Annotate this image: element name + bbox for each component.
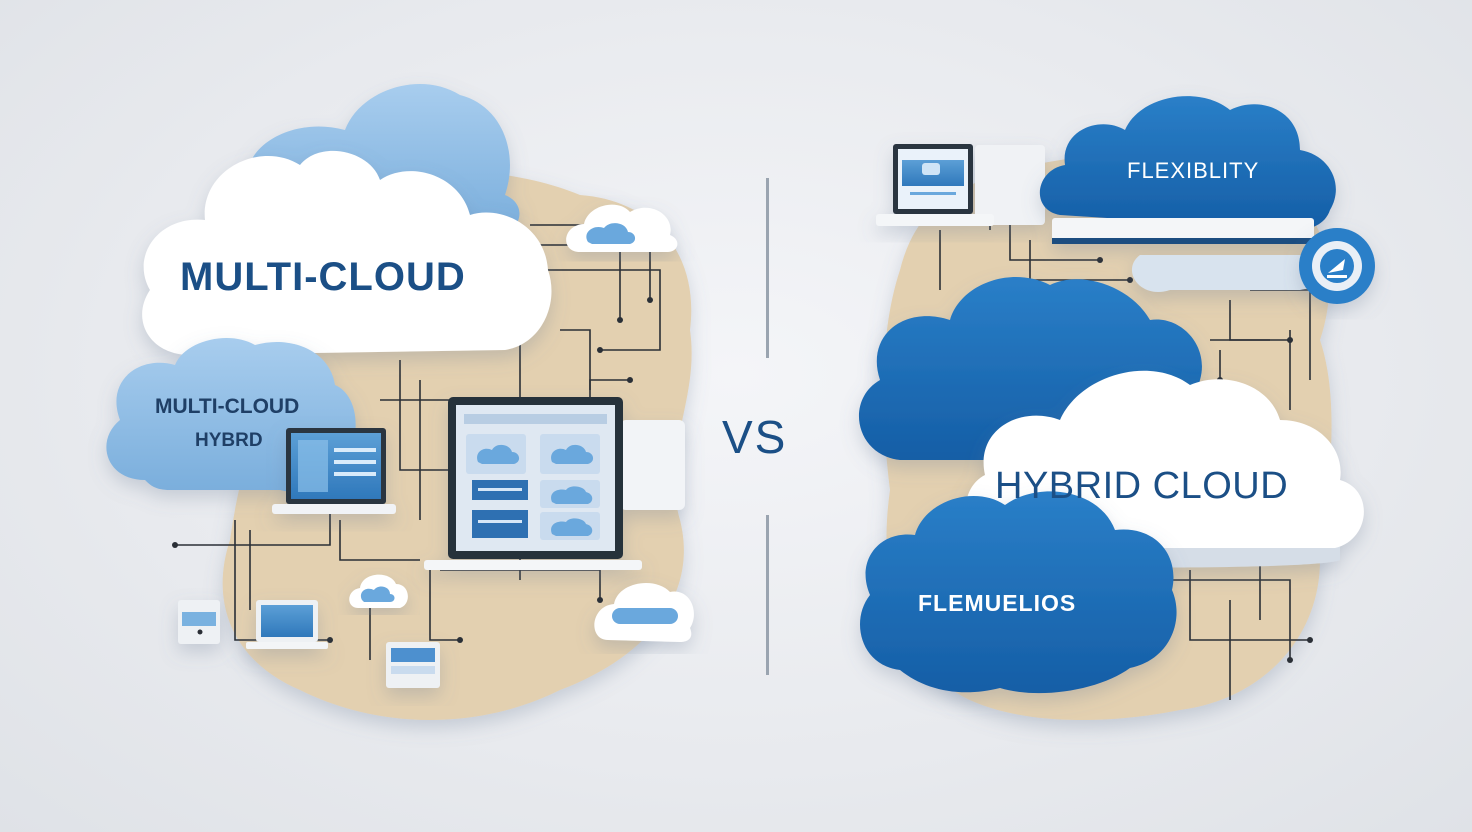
left-tiny-devices <box>178 600 440 688</box>
hybrid-cloud-title: HYBRID CLOUD <box>995 465 1289 507</box>
left-small-cloud-top <box>566 204 678 252</box>
flemuelios-blue-cloud <box>860 491 1177 694</box>
left-laptop-small <box>272 428 396 514</box>
left-large-monitor <box>424 397 685 570</box>
right-laptop <box>876 144 1045 226</box>
flemuelios-label: FLEMUELIOS <box>918 590 1077 616</box>
flexibility-cloud <box>1039 96 1336 292</box>
vs-divider-lines <box>766 178 769 675</box>
left-small-cloud-bottom <box>594 582 694 642</box>
left-tiny-cloud <box>349 574 408 608</box>
flexibility-label: FLEXIBLITY <box>1127 158 1260 183</box>
multi-cloud-subtitle: MULTI-CLOUD <box>155 395 300 418</box>
multi-cloud-main-cloud <box>142 150 552 355</box>
rocket-badge-icon <box>1299 228 1375 304</box>
versus-label: VS <box>722 411 788 463</box>
multi-cloud-title: MULTI-CLOUD <box>180 255 466 299</box>
hybrid-subtitle: HYBRD <box>195 430 263 451</box>
